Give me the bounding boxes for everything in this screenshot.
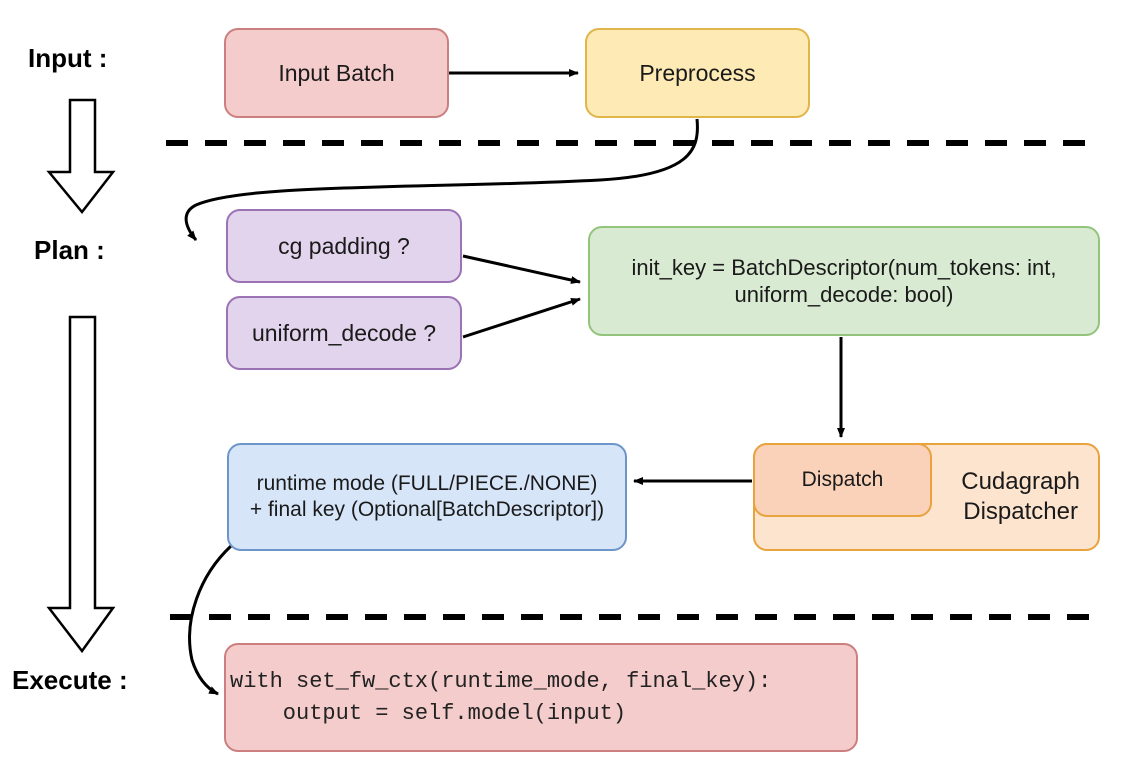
- stage-label-input: Input :: [28, 43, 108, 73]
- node-init-key[interactable]: init_key = BatchDescriptor(num_tokens: i…: [588, 226, 1100, 336]
- node-execute-code-label: with set_fw_ctx(runtime_mode, final_key)…: [230, 668, 772, 726]
- stage-label-plan: Plan :: [34, 235, 105, 265]
- node-input-batch[interactable]: Input Batch: [224, 28, 449, 118]
- input-to-plan-stage-arrow: [46, 98, 116, 215]
- node-runtime-mode[interactable]: runtime mode (FULL/PIECE./NONE) + final …: [227, 443, 627, 551]
- node-cudagraph-dispatcher-label: Cudagraph Dispatcher: [961, 468, 1080, 525]
- node-cg-padding-label: cg padding ?: [278, 232, 410, 259]
- node-cg-padding[interactable]: cg padding ?: [226, 209, 462, 283]
- node-runtime-mode-label: runtime mode (FULL/PIECE./NONE) + final …: [249, 471, 605, 521]
- node-uniform-decode-label: uniform_decode ?: [251, 319, 437, 346]
- node-dispatch[interactable]: Dispatch: [753, 443, 932, 517]
- node-preprocess-label: Preprocess: [639, 59, 756, 86]
- uniform-decode-to-init-key-arrow: [462, 297, 581, 339]
- node-execute-code[interactable]: with set_fw_ctx(runtime_mode, final_key)…: [224, 643, 858, 752]
- node-input-batch-label: Input Batch: [278, 59, 395, 86]
- cg-padding-to-init-key-arrow: [462, 254, 581, 284]
- node-dispatch-label: Dispatch: [801, 467, 884, 491]
- plan-to-execute-stage-arrow: [46, 315, 116, 654]
- node-init-key-label: init_key = BatchDescriptor(num_tokens: i…: [631, 254, 1057, 308]
- stage-label-execute: Execute :: [12, 665, 128, 695]
- node-preprocess[interactable]: Preprocess: [585, 28, 810, 118]
- node-uniform-decode[interactable]: uniform_decode ?: [226, 296, 462, 370]
